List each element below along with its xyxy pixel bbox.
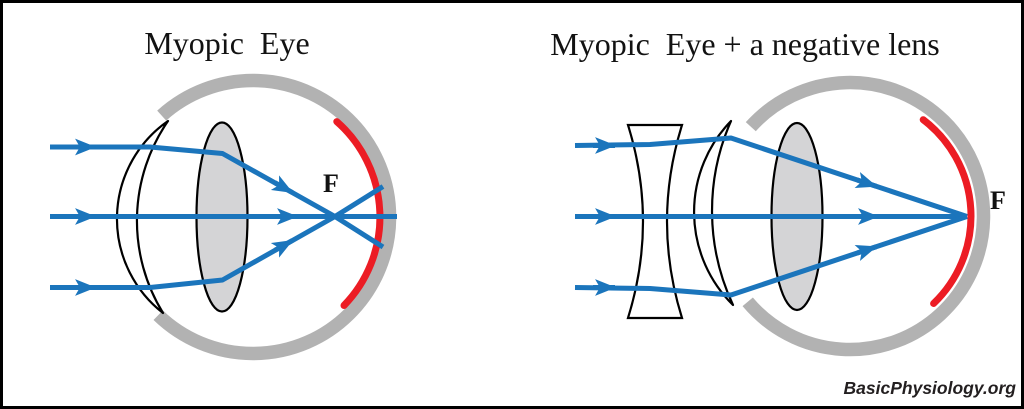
- ray-arrowheads: [593, 137, 880, 296]
- panel-myopic-eye-negative-lens: Myopic Eye + a negative lens F: [550, 26, 1006, 357]
- negative-lens: [626, 123, 684, 320]
- cornea: [115, 119, 170, 315]
- focal-point-label: F: [990, 186, 1006, 215]
- retina-arc: [333, 118, 384, 309]
- panel-title: Myopic Eye + a negative lens: [550, 26, 939, 62]
- arrowhead-bottom-refracted: [854, 244, 878, 261]
- watermark: BasicPhysiology.org: [844, 378, 1017, 398]
- arrowhead-top-refracted: [854, 172, 878, 189]
- ray-arrowheads: [73, 138, 299, 296]
- light-ray-top: [50, 144, 385, 250]
- arrowhead-top-refracted: [270, 175, 294, 195]
- retina-arc: [919, 116, 975, 307]
- panel-title: Myopic Eye: [144, 25, 309, 61]
- focal-point-label: F: [323, 169, 339, 198]
- sclera-ring: [153, 73, 397, 361]
- sclera-ring: [742, 75, 991, 357]
- arrowhead-bottom-refracted: [270, 238, 294, 258]
- panel-myopic-eye: Myopic Eye F: [50, 25, 397, 361]
- light-ray-bottom: [50, 184, 385, 290]
- cornea: [692, 119, 735, 307]
